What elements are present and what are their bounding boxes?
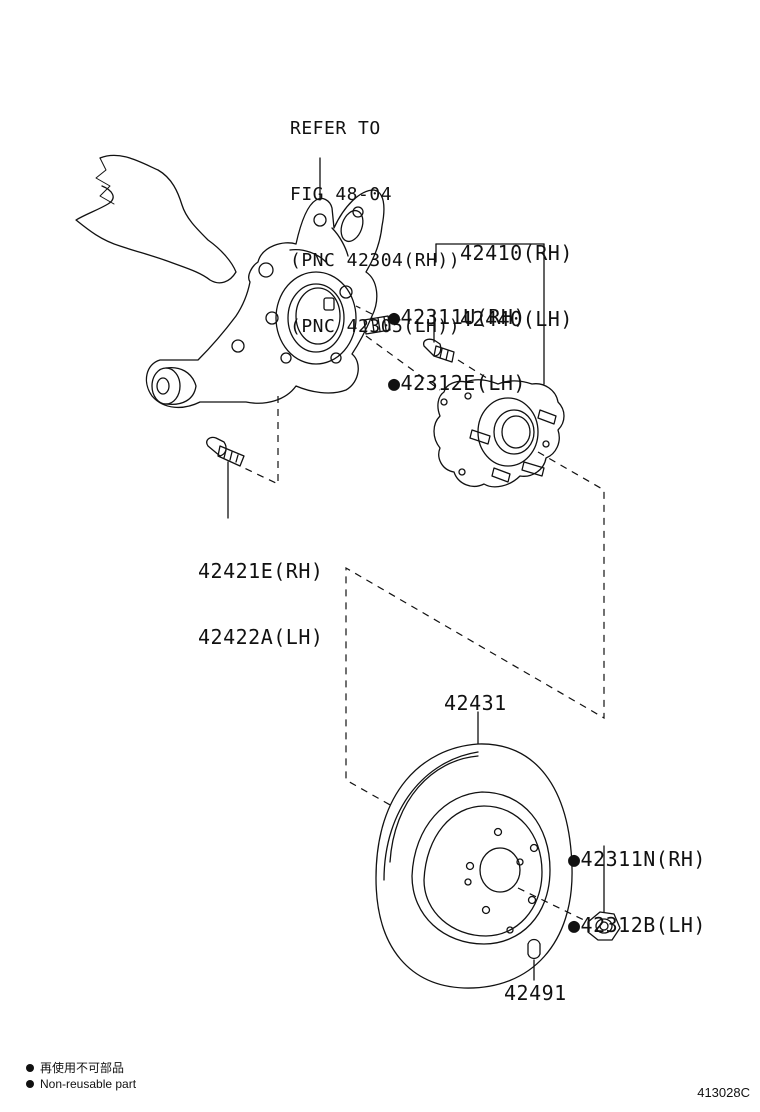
refer-line-3: (PNC 42304(RH)) [290,250,461,271]
hub-part-rh[interactable]: 42410(RH) [460,241,573,265]
non-reusable-dot-icon [26,1080,34,1088]
disc-part-label[interactable]: 42431 [444,691,507,715]
figure-id: 413028C [697,1085,750,1100]
legend-row-en: Non-reusable part [26,1076,136,1092]
refer-line-4: (PNC 42305(LH)) [290,316,461,337]
hub-bolt-label[interactable]: ●42311U(RH) ●42312E(LH) [388,262,526,416]
refer-note: REFER TO FIG 48-04 (PNC 42304(RH)) (PNC … [290,74,460,360]
hub-nut [587,911,621,941]
refer-line-2: FIG 48-04 [290,184,393,205]
hub-bolt-lh[interactable]: ●42312E(LH) [388,371,526,395]
knuckle-bolt-lh[interactable]: 42422A(LH) [198,625,324,649]
refer-line-1: REFER TO [290,118,381,139]
hub-bolt [422,338,442,357]
hub-part-lh[interactable]: 42440(LH) [460,307,573,331]
knuckle-bolt [206,436,227,457]
legend-en-text: Non-reusable part [40,1077,137,1091]
hub-nut-rh[interactable]: ●42311N(RH) [568,847,706,871]
legend-jp-text: 再使用不可部品 [40,1061,125,1075]
hub-nut-label[interactable]: ●42311N(RH) ●42312B(LH) [568,804,706,958]
steering-knuckle [145,189,385,408]
disc-plug [527,938,541,960]
hub-part-label[interactable]: 42410(RH) 42440(LH) [460,198,573,352]
disc-plug-label[interactable]: 42491 [504,981,567,1005]
hub-bearing-assembly [433,379,565,488]
knuckle-bolt-rh[interactable]: 42421E(RH) [198,559,324,583]
hub-nut-lh[interactable]: ●42312B(LH) [568,913,706,937]
legend: 再使用不可部品 Non-reusable part [26,1060,136,1092]
non-reusable-dot-icon [26,1064,34,1072]
suspension-arm-cutaway [75,154,237,284]
hub-bolt-rh[interactable]: ●42311U(RH) [388,305,526,329]
knuckle-bolt-label[interactable]: 42421E(RH) 42422A(LH) [198,516,323,670]
legend-row-jp: 再使用不可部品 [26,1060,136,1076]
brake-disc [375,743,573,989]
